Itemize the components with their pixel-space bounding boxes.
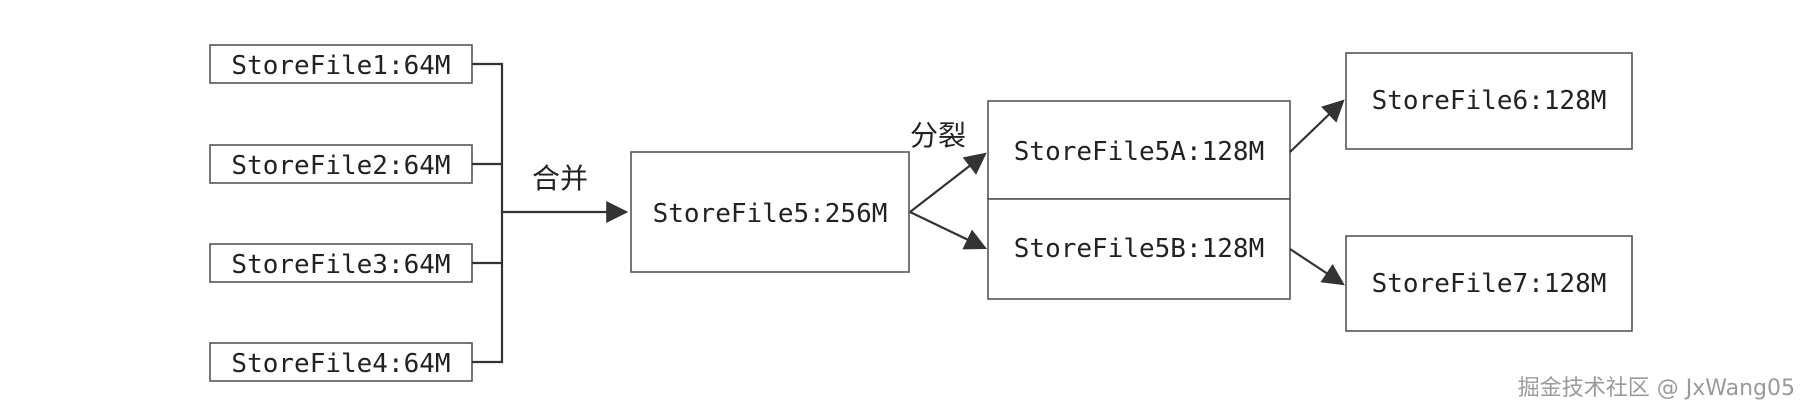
storefile3-node: StoreFile3:64M [209,243,473,283]
storefile7-label: StoreFile7:128M [1372,269,1607,299]
storefile5a-node: StoreFile5A:128M [987,100,1291,200]
arrow-to-storefile7 [1289,248,1345,286]
storefile4-node: StoreFile4:64M [209,342,473,382]
storefile7-node: StoreFile7:128M [1345,235,1633,332]
storefile3-label: StoreFile3:64M [231,250,450,280]
storefile4-label: StoreFile4:64M [231,349,450,379]
storefile1-node: StoreFile1:64M [209,44,473,84]
merge-label: 合并 [532,162,588,195]
split-arrow-b [909,211,987,250]
split-label: 分裂 [910,119,966,152]
merge-bracket [472,62,504,364]
split-arrow-a [909,152,987,213]
storefile6-label: StoreFile6:128M [1372,86,1607,116]
storefile2-node: StoreFile2:64M [209,144,473,184]
storefile6-node: StoreFile6:128M [1345,52,1633,150]
storefile2-label: StoreFile2:64M [231,151,450,181]
arrow-to-storefile6 [1289,99,1345,153]
storefile5-node: StoreFile5:256M [630,151,910,273]
storefile5a-label: StoreFile5A:128M [1014,137,1264,167]
storefile5b-label: StoreFile5B:128M [1014,234,1264,264]
storefile5b-node: StoreFile5B:128M [987,198,1291,300]
storefile1-label: StoreFile1:64M [231,51,450,81]
watermark-text: 掘金技术社区 @ JxWang05 [1518,376,1795,401]
storefile5-label: StoreFile5:256M [653,199,888,229]
